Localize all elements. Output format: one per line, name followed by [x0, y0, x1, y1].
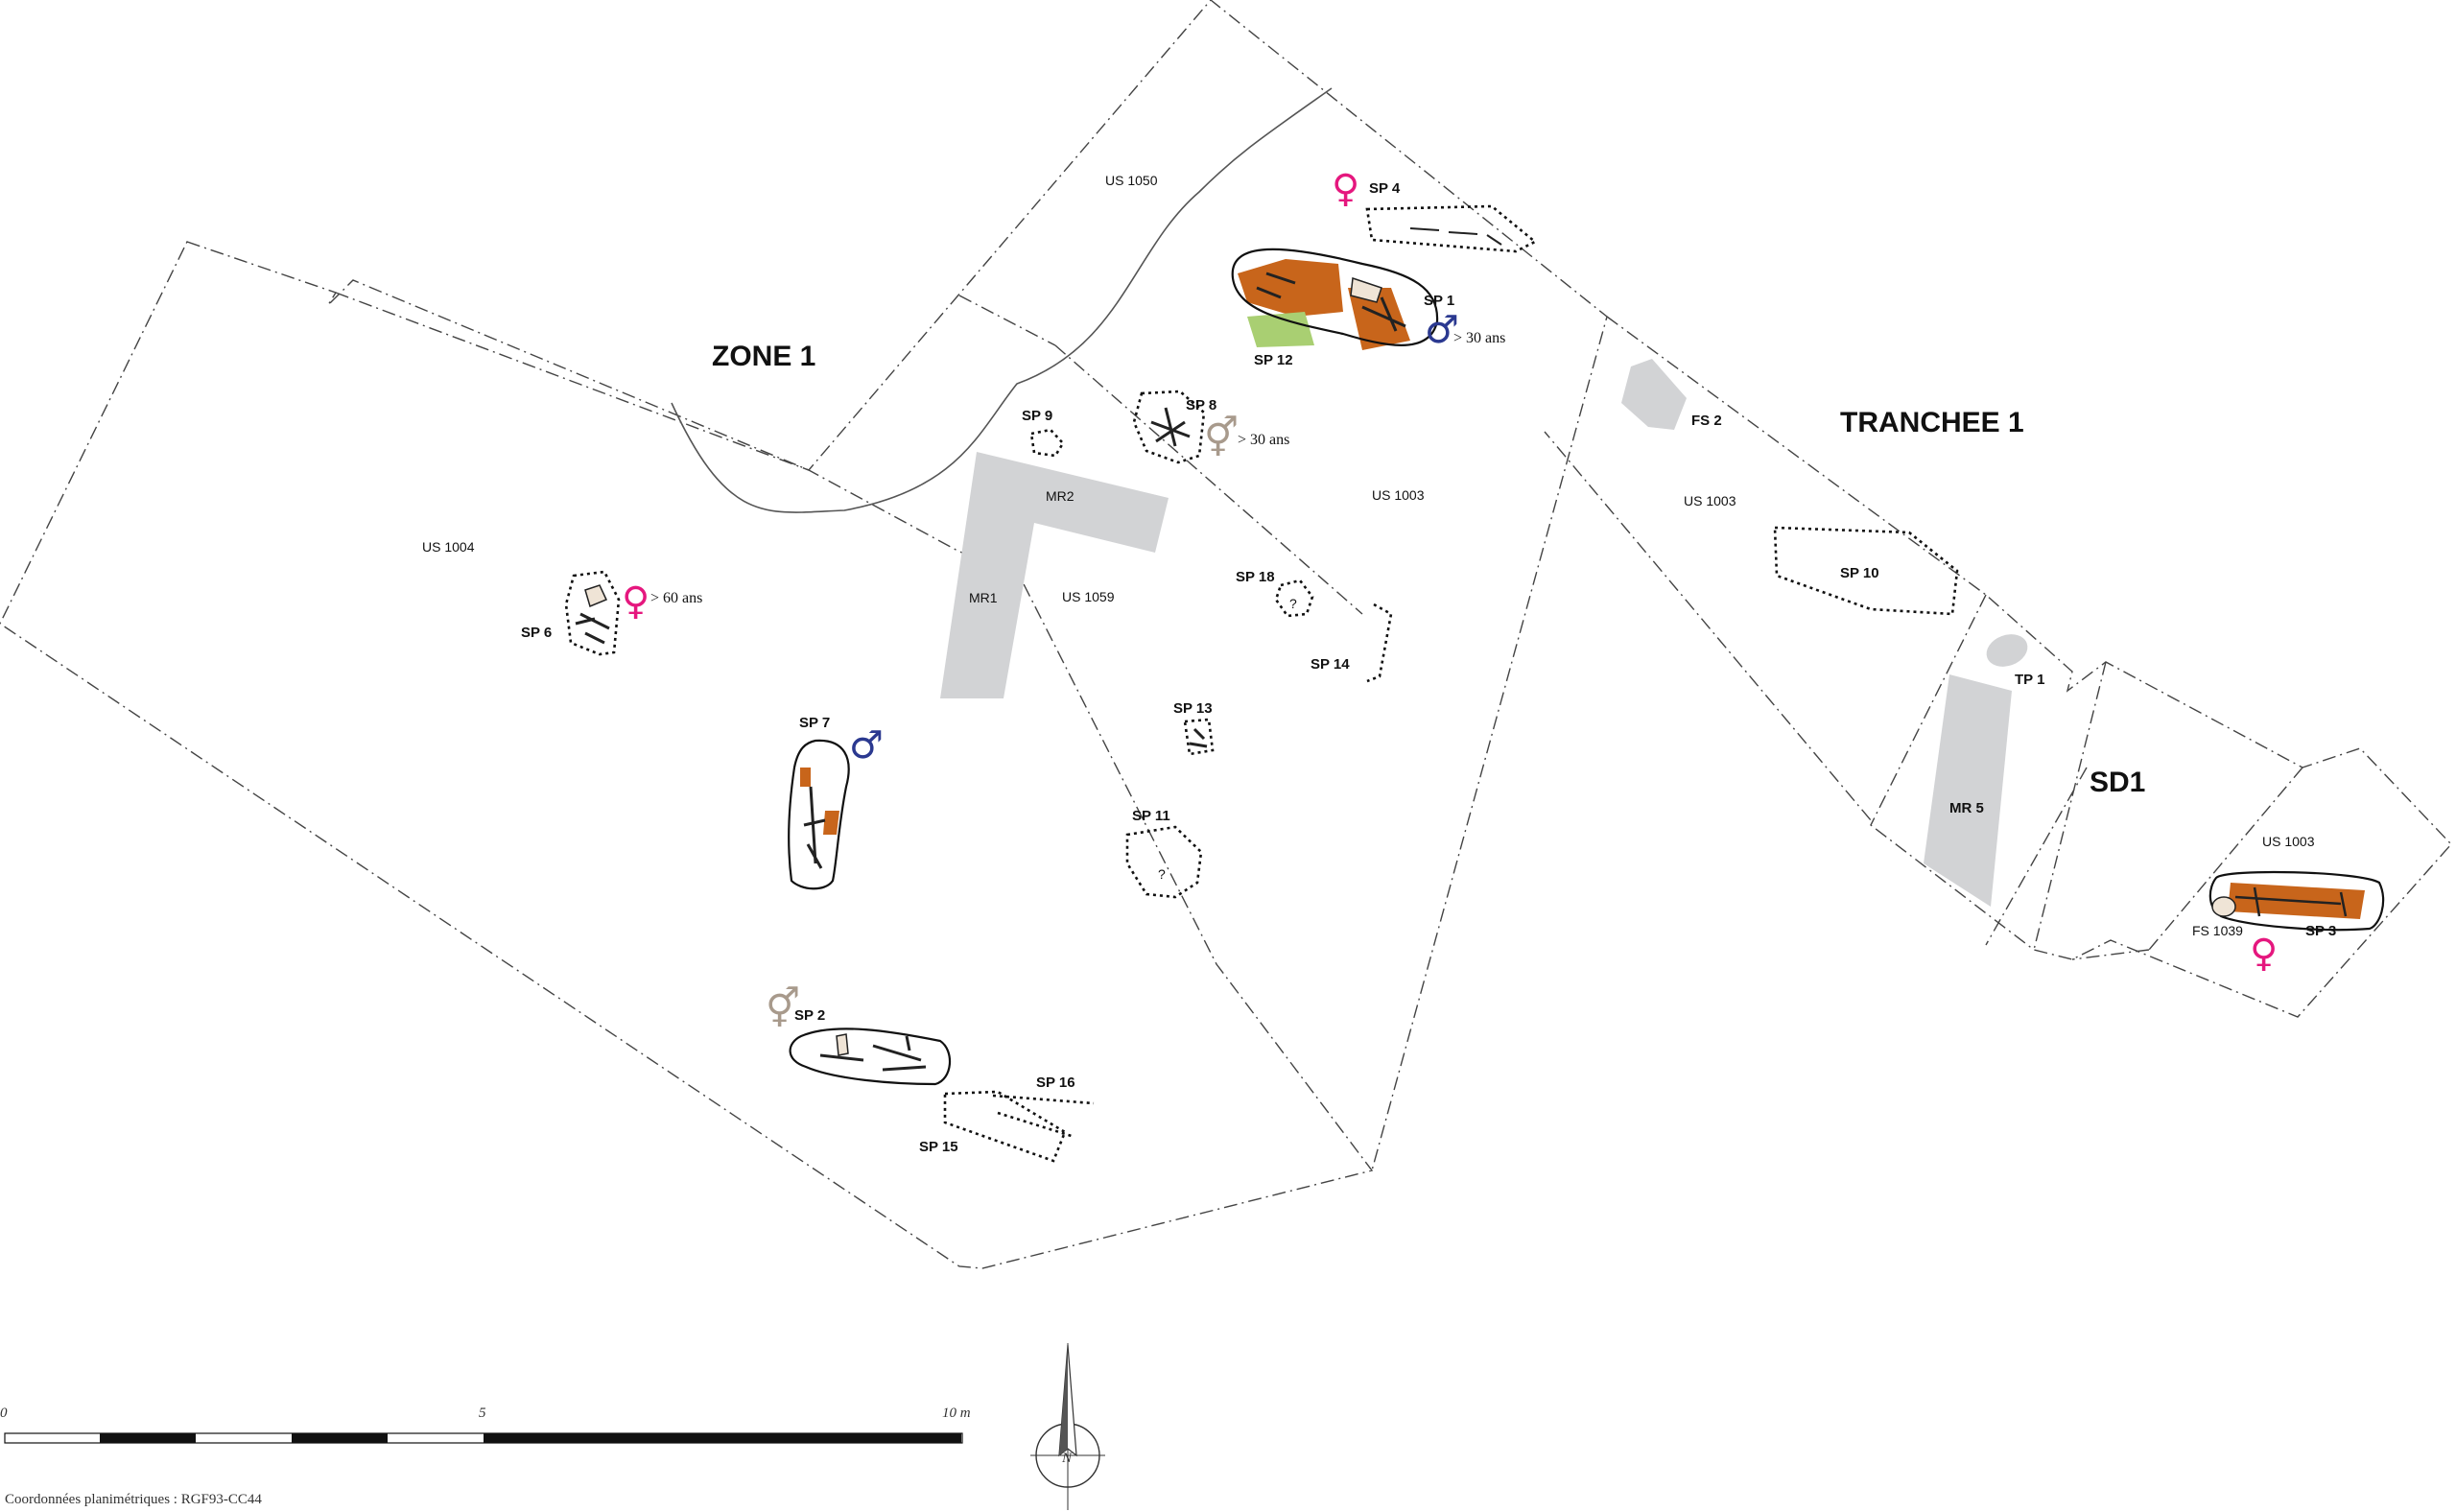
- burial-label-sp16: SP 16: [1036, 1075, 1075, 1091]
- burial-label-sp8: SP 8: [1186, 397, 1216, 413]
- burial-label-sp11: SP 11: [1132, 808, 1170, 824]
- burial-age-sp8: > 30 ans: [1238, 432, 1289, 448]
- grave-sp3: [2208, 870, 2385, 932]
- grave-sp15: [943, 1090, 1067, 1163]
- graves: [564, 204, 2385, 1163]
- stratum-label-us1003-zone1: US 1003: [1372, 487, 1425, 503]
- burial-label-sp10: SP 10: [1840, 565, 1879, 581]
- scale-tick-5: 5: [479, 1406, 486, 1421]
- grave-sp7: [788, 739, 850, 890]
- burial-label-sp3: SP 3: [2305, 923, 2336, 939]
- excavation-boundaries: [0, 0, 2452, 1269]
- burial-label-sp7: SP 7: [799, 715, 830, 731]
- male-icon: ♂: [1425, 308, 1459, 352]
- tranchee1-label: TRANCHEE 1: [1840, 407, 2024, 438]
- burial-label-sp4: SP 4: [1369, 180, 1401, 197]
- stratum-label-us1050: US 1050: [1105, 173, 1158, 188]
- burial-label-sp15: SP 15: [919, 1139, 958, 1155]
- grave-sp1: [1231, 248, 1439, 350]
- pit-fs2: [1621, 359, 1687, 430]
- burial-age-sp1: > 30 ans: [1453, 330, 1505, 346]
- feature-label-fs2: FS 2: [1691, 413, 1722, 429]
- wall-mr5: [1924, 674, 2012, 907]
- burial-label-sp12: SP 12: [1254, 352, 1293, 368]
- zone1-north-extension: [335, 0, 1608, 1171]
- coordinates-note: Coordonnées planimétriques : RGF93-CC44: [5, 1492, 262, 1507]
- grave-sp9: [1029, 428, 1065, 458]
- burial-label-sp1: SP 1: [1424, 293, 1454, 309]
- grave-sp4: [1365, 204, 1538, 253]
- feature-label-tp1: TP 1: [2015, 672, 2044, 688]
- wall-label-mr5: MR 5: [1949, 800, 1984, 816]
- walls: [940, 359, 2028, 907]
- tranchee1-boundary: [1544, 316, 2452, 1018]
- grave-sp14: [1366, 602, 1393, 683]
- burial-note-sp11: ?: [1158, 866, 1166, 882]
- burial-note-sp18: ?: [1289, 596, 1297, 611]
- scale-tick-0: 0: [0, 1406, 8, 1421]
- zone1-inner-line: [958, 295, 1056, 346]
- undetermined-sex-icon: ⚥: [766, 986, 800, 1031]
- stratum-label-us1003-tranchee: US 1003: [1684, 493, 1736, 508]
- wall-label-mr2: MR2: [1046, 488, 1074, 504]
- zone1-label: ZONE 1: [712, 341, 815, 372]
- wall-label-mr1: MR1: [969, 590, 998, 605]
- grave-sp11: [1125, 825, 1203, 899]
- pit-tp1: [1986, 634, 2028, 667]
- stratum-label-us1004: US 1004: [422, 539, 475, 555]
- zone1-boundary: [0, 241, 1374, 1269]
- sd1-label: SD1: [2090, 767, 2145, 798]
- burial-label-sp14: SP 14: [1311, 656, 1350, 673]
- grave-sp8: [1132, 390, 1206, 464]
- burial-label-sp9: SP 9: [1022, 408, 1052, 424]
- grave-sp6: [564, 570, 621, 656]
- grave-sp2: [789, 1028, 952, 1086]
- undetermined-sex-icon: ⚥: [1204, 415, 1239, 461]
- scale-bar: 0 5 10 m: [0, 1406, 971, 1444]
- scale-tick-10: 10 m: [942, 1406, 971, 1421]
- burial-label-sp6: SP 6: [521, 625, 552, 641]
- male-icon: ♂: [849, 723, 884, 768]
- burial-label-sp13: SP 13: [1173, 700, 1213, 717]
- north-arrow-label: N: [1061, 1451, 1073, 1466]
- zone1-diag-line: [1054, 344, 1363, 615]
- female-icon: ♀: [622, 579, 649, 624]
- north-arrow-icon: N: [1030, 1343, 1105, 1510]
- female-icon: ♀: [1332, 167, 1359, 211]
- stratum-label-us1059: US 1059: [1062, 589, 1115, 604]
- sd1-boundary: [1870, 594, 2303, 960]
- grave-sp10: [1773, 526, 1959, 616]
- burial-label-sp18: SP 18: [1236, 569, 1275, 585]
- stratigraphic-boundary-curve: [671, 87, 1333, 513]
- burial-label-sp2: SP 2: [794, 1007, 825, 1024]
- grave-sp16: [992, 1094, 1095, 1139]
- wall-mr1-mr2: [940, 452, 1169, 698]
- stratum-label-us1003-sd1: US 1003: [2262, 834, 2315, 849]
- female-icon: ♀: [2250, 932, 2278, 976]
- grave-sp13: [1183, 718, 1215, 756]
- feature-label-fs1039: FS 1039: [2192, 923, 2243, 938]
- burial-age-sp6: > 60 ans: [650, 590, 702, 606]
